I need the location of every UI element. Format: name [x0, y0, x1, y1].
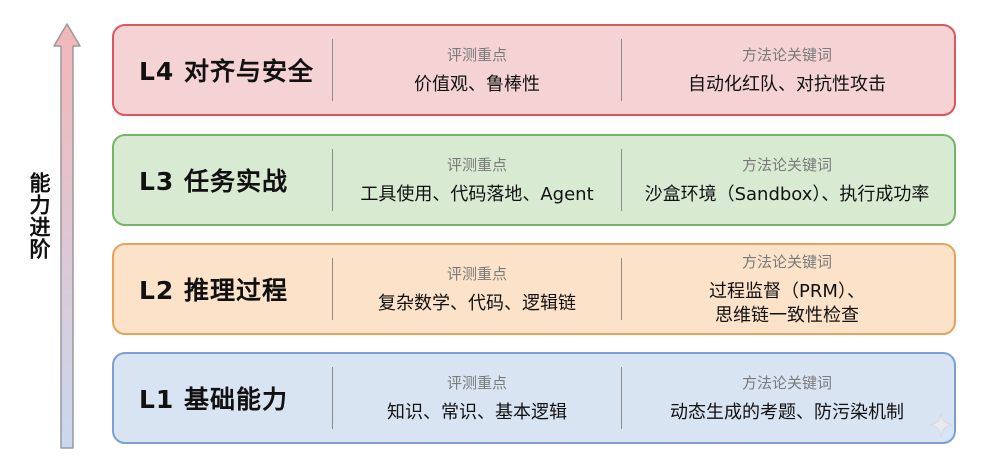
divider — [621, 39, 622, 101]
method-keywords-line: 沙盒环境（Sandbox）、执行成功率 — [644, 183, 930, 205]
sparkle-icon — [928, 412, 954, 438]
divider — [621, 258, 622, 320]
method-keywords-line: 思维链一致性检查 — [715, 304, 859, 326]
eval-focus-heading: 评测重点 — [446, 155, 507, 174]
eval-focus-cell: 评测重点 复杂数学、代码、逻辑链 — [333, 263, 621, 316]
divider — [332, 149, 333, 211]
method-keywords-line: 过程监督（PRM）、 — [709, 280, 865, 302]
level-l2: L2 推理过程 评测重点 复杂数学、代码、逻辑链 方法论关键词 过程监督（PRM… — [112, 243, 956, 335]
level-l4: L4 对齐与安全 评测重点 价值观、鲁棒性 方法论关键词 自动化红队、对抗性攻击 — [112, 24, 956, 116]
eval-focus-text: 知识、常识、基本逻辑 — [387, 401, 567, 423]
method-keywords-cell: 方法论关键词 沙盒环境（Sandbox）、执行成功率 — [622, 154, 952, 207]
eval-focus-cell: 评测重点 价值观、鲁棒性 — [333, 44, 621, 97]
axis-label: 能力进阶 — [27, 172, 51, 260]
divider — [332, 367, 333, 429]
level-l1: L1 基础能力 评测重点 知识、常识、基本逻辑 方法论关键词 动态生成的考题、防… — [112, 352, 956, 444]
method-keywords-cell: 方法论关键词 动态生成的考题、防污染机制 — [622, 372, 952, 425]
level-title: L3 任务实战 — [139, 167, 289, 196]
method-keywords-heading: 方法论关键词 — [741, 252, 832, 271]
eval-focus-heading: 评测重点 — [446, 45, 507, 64]
level-title: L1 基础能力 — [139, 385, 289, 414]
divider — [621, 149, 622, 211]
eval-focus-cell: 评测重点 知识、常识、基本逻辑 — [333, 372, 621, 425]
eval-focus-text: 工具使用、代码落地、Agent — [360, 183, 594, 205]
method-keywords-cell: 方法论关键词 自动化红队、对抗性攻击 — [622, 44, 952, 97]
level-title: L2 推理过程 — [139, 276, 289, 305]
divider — [332, 258, 333, 320]
method-keywords-heading: 方法论关键词 — [741, 45, 832, 64]
divider — [621, 367, 622, 429]
method-keywords-cell: 方法论关键词 过程监督（PRM）、 思维链一致性检查 — [622, 251, 952, 328]
progress-arrow — [53, 23, 81, 449]
method-keywords-heading: 方法论关键词 — [741, 155, 832, 174]
eval-focus-text: 复杂数学、代码、逻辑链 — [378, 292, 576, 314]
level-title: L4 对齐与安全 — [139, 57, 315, 86]
method-keywords-line: 动态生成的考题、防污染机制 — [670, 401, 904, 423]
level-l3: L3 任务实战 评测重点 工具使用、代码落地、Agent 方法论关键词 沙盒环境… — [112, 134, 956, 226]
method-keywords-heading: 方法论关键词 — [741, 373, 832, 392]
eval-focus-text: 价值观、鲁棒性 — [414, 73, 540, 95]
eval-focus-heading: 评测重点 — [446, 264, 507, 283]
eval-focus-cell: 评测重点 工具使用、代码落地、Agent — [333, 154, 621, 207]
divider — [332, 39, 333, 101]
eval-focus-heading: 评测重点 — [446, 373, 507, 392]
method-keywords-line: 自动化红队、对抗性攻击 — [688, 73, 886, 95]
